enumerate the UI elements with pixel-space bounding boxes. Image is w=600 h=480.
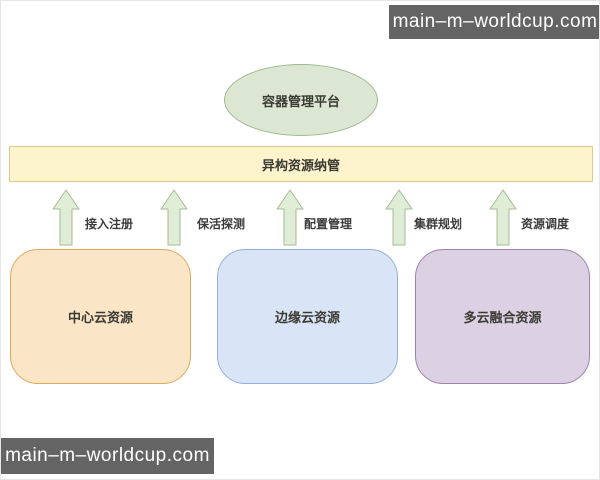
capability-label-access-registration: 接入注册 (85, 217, 134, 231)
capability-label-keepalive-detection: 保活探测 (197, 217, 246, 231)
watermark-top-right: main–m–worldcup.com (389, 5, 599, 39)
up-arrow-icon (276, 189, 304, 246)
resource-box-label: 中心云资源 (67, 310, 133, 325)
up-arrow-icon (52, 189, 80, 246)
platform-node-label: 容器管理平台 (261, 93, 340, 109)
up-arrow-icon (160, 189, 188, 246)
up-arrow-icon (489, 189, 517, 246)
resource-box-edge-cloud: 边缘云资源 (217, 249, 398, 384)
resource-box-label: 边缘云资源 (274, 310, 340, 325)
up-arrow-icon (385, 189, 413, 246)
watermark-bottom-left: main–m–worldcup.com (1, 438, 214, 474)
layer-bar-label: 异构资源纳管 (261, 157, 340, 173)
resource-box-center-cloud: 中心云资源 (10, 249, 191, 384)
capability-label-config-management: 配置管理 (304, 217, 353, 231)
watermark-text: main–m–worldcup.com (5, 445, 210, 466)
capability-label-resource-scheduling: 资源调度 (521, 217, 570, 231)
resource-management-layer-bar: 异构资源纳管 (9, 146, 593, 182)
platform-node: 容器管理平台 (224, 64, 378, 136)
resource-box-multicloud-fusion: 多云融合资源 (415, 249, 590, 384)
watermark-text: main–m–worldcup.com (392, 11, 598, 32)
capability-label-cluster-planning: 集群规划 (414, 217, 463, 231)
resource-box-label: 多云融合资源 (463, 310, 542, 325)
